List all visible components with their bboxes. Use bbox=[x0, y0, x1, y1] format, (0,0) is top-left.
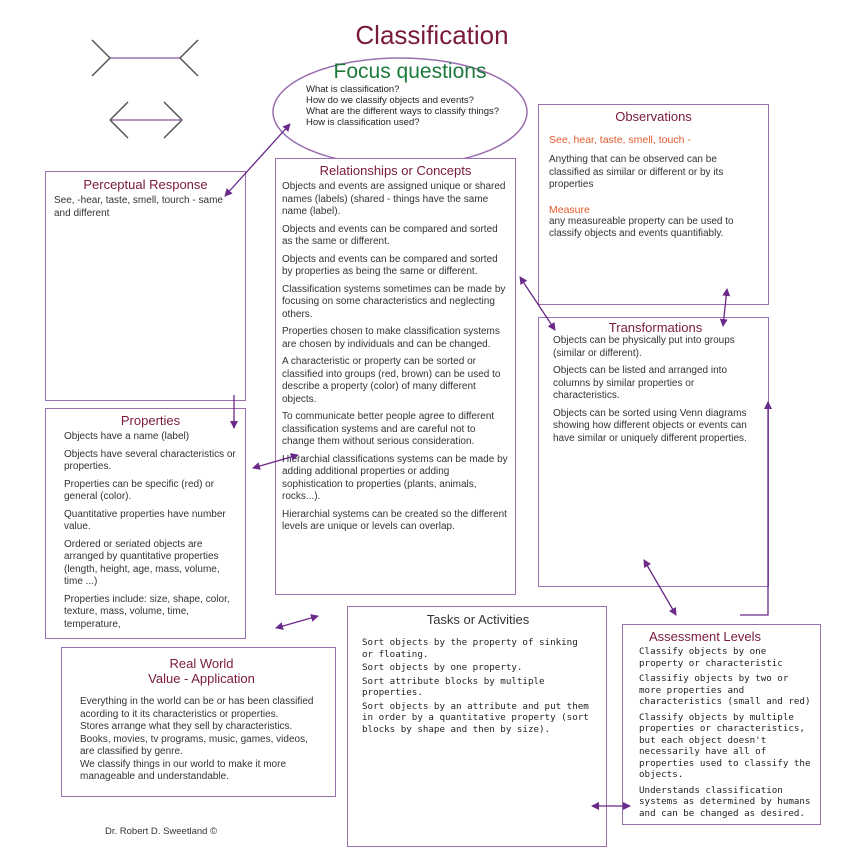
tasks-list: Sort objects by the property of sinking … bbox=[362, 637, 594, 735]
focus-questions-title: Focus questions bbox=[333, 60, 487, 83]
text-line: We classify things in our world to make … bbox=[80, 758, 287, 783]
observations-box: Observations See, hear, taste, smell, to… bbox=[538, 104, 769, 305]
focus-question: How is classification used? bbox=[306, 117, 420, 128]
text-line: Stores arrange what they sell by charact… bbox=[80, 721, 293, 732]
list-item: Ordered or seriated objects are arranged… bbox=[64, 538, 220, 588]
list-item: A characteristic or property can be sort… bbox=[282, 356, 501, 405]
list-item: Quantitative properties have number valu… bbox=[64, 508, 226, 533]
list-item: Classify objects by one property or char… bbox=[639, 646, 783, 669]
list-item: Classifiy objects by two or more propert… bbox=[639, 673, 811, 707]
tasks-title: Tasks or Activities bbox=[426, 612, 530, 627]
assessment-list: Classify objects by one property or char… bbox=[639, 646, 814, 819]
focus-question: How do we classify objects and events? bbox=[306, 95, 474, 106]
transformations-box: Transformations Objects can be physicall… bbox=[538, 317, 769, 587]
perceptual-response-box: Perceptual Response See, -hear, taste, s… bbox=[45, 171, 246, 401]
list-item: Sort objects by one property. bbox=[362, 662, 523, 673]
list-item: Objects and events can be compared and s… bbox=[282, 223, 498, 248]
text-line: Everything in the world can be or has be… bbox=[80, 696, 314, 720]
perceptual-response-title: Perceptual Response bbox=[83, 177, 208, 192]
properties-title: Properties bbox=[120, 413, 181, 428]
text-line: Books, movies, tv programs, music, games… bbox=[80, 733, 308, 758]
list-item: Objects can be sorted using Venn diagram… bbox=[553, 407, 747, 444]
senses-heading: See, hear, taste, smell, touch - bbox=[549, 134, 691, 146]
assessment-box: Assessment Levels Classify objects by on… bbox=[622, 624, 821, 825]
real-world-box: Real World Value - Application Everythin… bbox=[61, 647, 336, 797]
measure-heading: Measure bbox=[549, 203, 590, 216]
list-item: Understands classification systems as de… bbox=[639, 784, 811, 819]
list-item: Sort objects by the property of sinking … bbox=[362, 637, 578, 660]
list-item: Properties include: size, shape, color, … bbox=[64, 593, 230, 630]
list-item: Hierarchial systems can be created so th… bbox=[282, 508, 507, 533]
list-item: Sort objects by an attribute and put the… bbox=[362, 700, 589, 735]
author-credit: Dr. Robert D. Sweetland © bbox=[105, 826, 218, 837]
list-item: Objects can be physically put into group… bbox=[553, 335, 735, 359]
focus-question: What are the different ways to classify … bbox=[306, 106, 500, 117]
list-item: Properties can be specific (red) or gene… bbox=[64, 478, 215, 503]
senses-text: Anything that can be observed can be cla… bbox=[549, 154, 724, 190]
perceptual-response-text: See, -hear, taste, smell, tourch - same … bbox=[54, 195, 223, 219]
measure-text: any measureable property can be used to … bbox=[549, 215, 734, 240]
relationships-title: Relationships or Concepts bbox=[319, 163, 472, 178]
observations-title: Observations bbox=[615, 109, 692, 124]
list-item: Objects can be listed and arranged into … bbox=[553, 365, 727, 401]
relationships-list: Objects and events are assigned unique o… bbox=[282, 181, 509, 534]
real-world-title: Real World bbox=[169, 656, 234, 671]
transformations-title: Transformations bbox=[608, 320, 703, 335]
transformations-list: Objects can be physically put into group… bbox=[553, 335, 758, 445]
list-item: Objects have several characteristics or … bbox=[64, 448, 236, 473]
list-item: Classify objects by multiple properties … bbox=[639, 711, 811, 781]
list-item: Sort attribute blocks by multiple proper… bbox=[362, 675, 545, 699]
page-title: Classification bbox=[355, 20, 509, 50]
properties-box: Properties Objects have a name (label) O… bbox=[45, 408, 246, 639]
arrow-properties-tasks bbox=[275, 614, 319, 630]
tasks-box: Tasks or Activities Sort objects by the … bbox=[347, 606, 607, 847]
list-item: Objects and events can be compared and s… bbox=[282, 253, 498, 278]
list-item: Hierarchial classifications systems can … bbox=[282, 453, 508, 503]
list-item: Objects have a name (label) bbox=[64, 431, 190, 442]
real-world-text: Everything in the world can be or has be… bbox=[80, 696, 323, 784]
real-world-subtitle: Value - Application bbox=[148, 671, 255, 686]
focus-questions-list: What is classification? How do we classi… bbox=[306, 84, 506, 128]
list-item: To communicate better people agree to di… bbox=[282, 411, 495, 447]
list-item: Objects and events are assigned unique o… bbox=[282, 181, 506, 217]
list-item: Properties chosen to make classification… bbox=[282, 326, 500, 350]
muller-lyer-inward-icon bbox=[109, 101, 183, 139]
properties-list: Objects have a name (label) Objects have… bbox=[64, 431, 237, 631]
assessment-title: Assessment Levels bbox=[649, 629, 761, 644]
relationships-box: Relationships or Concepts Objects and ev… bbox=[275, 158, 516, 595]
focus-question: What is classification? bbox=[306, 84, 400, 95]
list-item: Classification systems sometimes can be … bbox=[282, 283, 506, 320]
